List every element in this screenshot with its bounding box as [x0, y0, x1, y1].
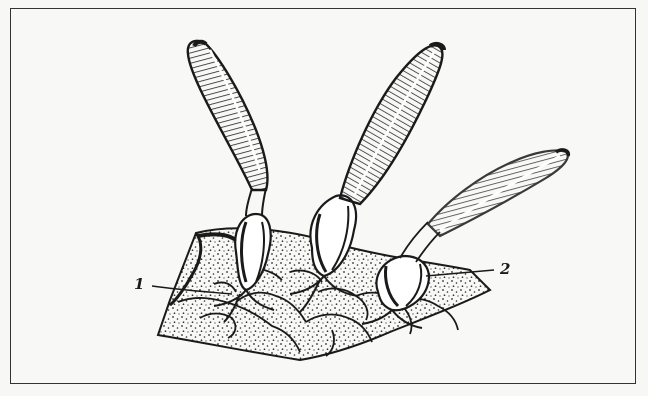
callout-label-2: 2 — [500, 262, 510, 277]
callout-label-1: 1 — [134, 277, 144, 292]
